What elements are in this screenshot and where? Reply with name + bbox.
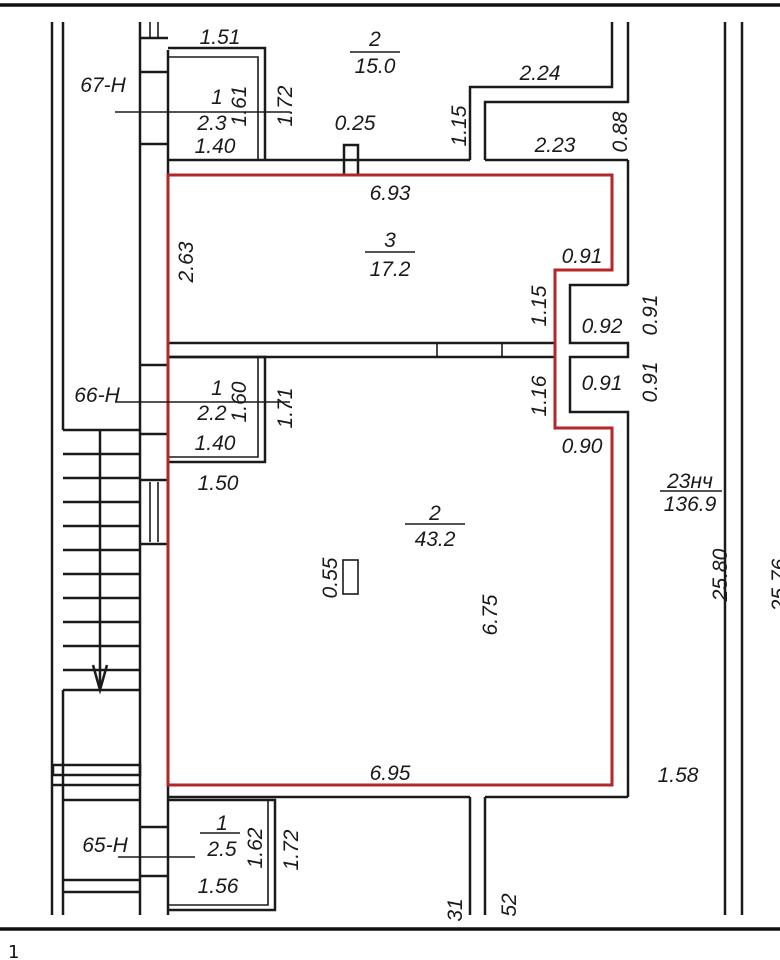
dimension-label: 0.55 [319, 557, 342, 598]
room-area: 136.9 [664, 493, 717, 516]
unit-label-66: 66-Н [74, 384, 120, 407]
dimension-label: 1.61 [228, 86, 251, 127]
dimension-label: 1.72 [274, 85, 297, 126]
dimension-label: 6.75 [479, 594, 502, 635]
unit-label-67: 67-Н [80, 74, 126, 97]
dimension-label: 2.63 [175, 241, 198, 283]
room-number: 2 [368, 28, 381, 51]
staircase [63, 428, 140, 695]
dimension-label: 0.92 [582, 315, 623, 338]
dimension-label: 1.15 [528, 285, 551, 326]
dimension-label: 1.16 [528, 375, 551, 416]
dimension-label: 1.56 [198, 875, 239, 898]
room-area: 43.2 [415, 528, 456, 551]
dimension-label: 1.62 [244, 827, 267, 868]
dimension-label: 31 [444, 898, 467, 921]
room-area: 2.5 [206, 838, 237, 861]
room-number: 2 [428, 502, 441, 525]
room-number: 1 [211, 86, 223, 109]
room-area: 2.2 [196, 402, 227, 425]
unit-label-65: 65-Н [82, 834, 128, 857]
footer-text: 1 [8, 942, 19, 960]
dimension-label: 0.25 [335, 112, 376, 135]
highlighted-premises-outline [166, 173, 614, 787]
dimension-label: 1.50 [198, 472, 239, 495]
room-number: 1 [211, 377, 223, 400]
dimension-label: 1.71 [274, 388, 297, 429]
dimension-label: 2.24 [519, 62, 561, 85]
dimension-label: 6.93 [370, 182, 411, 205]
dimension-label: 1.58 [658, 764, 699, 787]
dimension-label: 52 [498, 893, 521, 917]
dimension-label: 1.72 [280, 829, 303, 870]
dimension-label: 0.91 [562, 245, 603, 268]
dimension-label: 1.60 [228, 381, 251, 422]
dimension-label: 0.91 [582, 372, 623, 395]
dimension-label: 25.76 [768, 558, 780, 612]
dimension-label: 1.40 [195, 135, 236, 158]
dimension-label: 1.40 [195, 432, 236, 455]
room-area: 15.0 [355, 55, 396, 78]
dimension-label: 25.80 [709, 548, 732, 602]
dimension-label: 0.90 [562, 435, 603, 458]
room-area: 2.3 [196, 112, 227, 135]
stair-down-arrow-icon [91, 664, 109, 695]
dimension-label: 1.51 [200, 26, 241, 49]
column-marker [342, 559, 359, 595]
dimension-label: 1.15 [448, 105, 471, 146]
dimension-label: 0.91 [639, 295, 662, 336]
dimension-label: 2.23 [534, 134, 576, 157]
dimension-label: 0.91 [639, 362, 662, 403]
room-number: 1 [216, 812, 228, 835]
room-area: 17.2 [370, 258, 411, 281]
dimension-label: 6.95 [370, 762, 411, 785]
room-number: 23нч [666, 470, 713, 493]
walls [50, 22, 744, 915]
dimension-label: 0.88 [609, 111, 632, 152]
leaders [115, 51, 722, 858]
room-number: 3 [384, 229, 396, 252]
